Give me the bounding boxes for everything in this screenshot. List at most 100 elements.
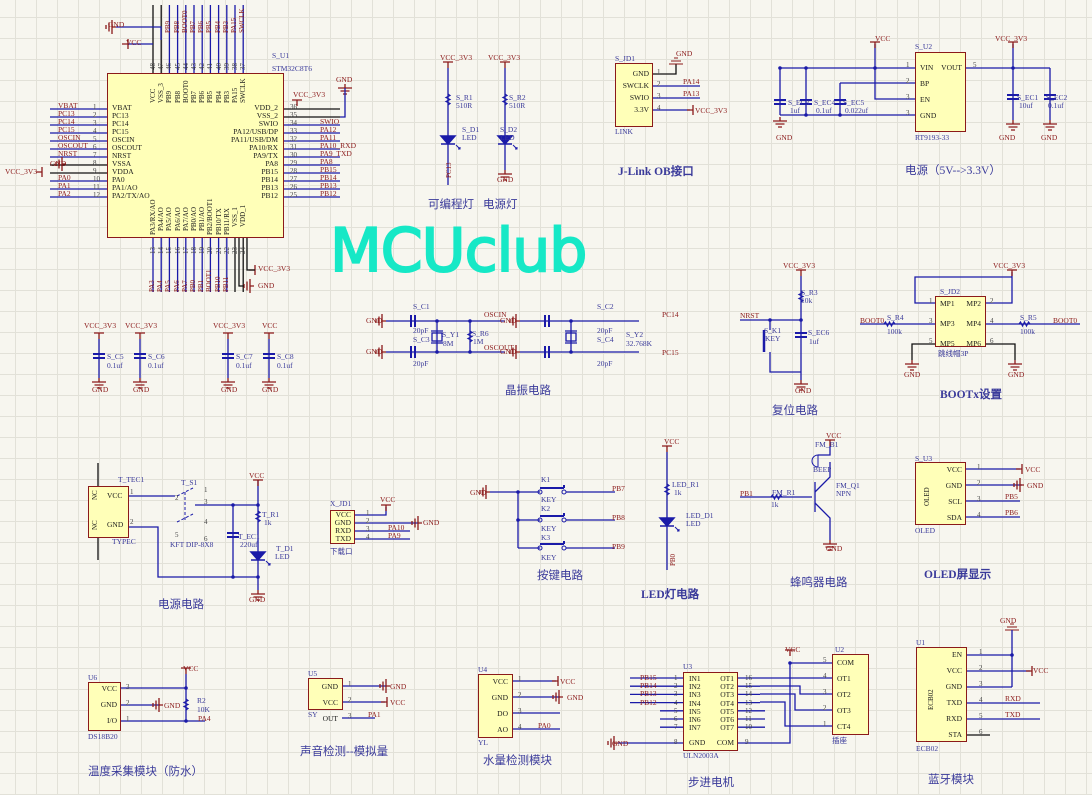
net-label[interactable]: PB15: [320, 165, 337, 174]
net-label[interactable]: VCC: [875, 34, 891, 43]
net-label[interactable]: VBAT: [58, 101, 78, 110]
net-label[interactable]: VCC_3V3: [440, 53, 473, 62]
oled-module-body[interactable]: [915, 462, 966, 525]
net-label[interactable]: GND: [1027, 481, 1044, 490]
net-label[interactable]: VCC_3V3: [125, 321, 158, 330]
net-label[interactable]: GND: [258, 281, 275, 290]
net-label[interactable]: PA13: [683, 89, 700, 98]
net-label[interactable]: PB15: [640, 673, 657, 682]
sound-sensor-body[interactable]: [308, 678, 343, 710]
net-label[interactable]: SWIO: [320, 117, 340, 126]
net-label[interactable]: GND: [1041, 133, 1058, 142]
motor-socket-body[interactable]: [832, 654, 869, 735]
net-label[interactable]: VCC: [183, 664, 199, 673]
net-label[interactable]: VCC_3V3: [213, 321, 246, 330]
net-label[interactable]: PA9: [388, 531, 401, 540]
net-label[interactable]: PA1: [368, 710, 381, 719]
net-label[interactable]: PB12: [320, 189, 337, 198]
net-label[interactable]: PA0: [58, 173, 71, 182]
net-label[interactable]: VCC_3V3: [84, 321, 117, 330]
net-label[interactable]: GND: [50, 159, 67, 168]
net-label[interactable]: VCC: [664, 437, 680, 446]
net-label[interactable]: PA12: [320, 125, 337, 134]
net-label[interactable]: VCC: [262, 321, 278, 330]
net-label[interactable]: BOOT0: [180, 10, 189, 33]
net-label[interactable]: PC15: [58, 125, 75, 134]
net-label[interactable]: PC13: [58, 109, 75, 118]
net-label[interactable]: GND: [336, 75, 353, 84]
net-label[interactable]: GND: [500, 347, 517, 356]
net-label[interactable]: GND: [108, 20, 125, 29]
net-label[interactable]: GND: [366, 347, 383, 356]
water-sensor-body[interactable]: [478, 674, 513, 738]
net-label[interactable]: VCC: [826, 431, 842, 440]
net-label[interactable]: PB5: [1005, 492, 1018, 501]
net-label[interactable]: GND: [423, 518, 440, 527]
net-label[interactable]: VCC: [785, 645, 801, 654]
net-label[interactable]: PA4: [198, 714, 211, 723]
net-label[interactable]: GND: [390, 682, 407, 691]
net-label[interactable]: GND: [470, 488, 487, 497]
net-label[interactable]: PB5: [205, 20, 214, 33]
net-label[interactable]: PB12: [640, 697, 657, 707]
net-label[interactable]: PB3: [221, 20, 230, 33]
net-label[interactable]: PB7: [189, 20, 197, 33]
ds18b20-body[interactable]: [88, 682, 121, 731]
net-label[interactable]: PB13: [640, 689, 657, 699]
net-label[interactable]: PB0: [189, 279, 197, 292]
net-label[interactable]: VCC_3V3: [695, 106, 728, 115]
net-label[interactable]: GND: [497, 175, 514, 184]
net-label[interactable]: GND: [795, 386, 812, 395]
net-label[interactable]: PA3: [148, 280, 156, 292]
net-label[interactable]: GND: [676, 49, 693, 58]
net-label[interactable]: PA11: [320, 133, 337, 142]
net-label[interactable]: VCC_3V3: [488, 53, 521, 62]
net-label[interactable]: PB6: [1005, 508, 1018, 517]
net-label[interactable]: VCC_3V3: [783, 261, 816, 270]
net-label[interactable]: SWCLK: [238, 8, 247, 34]
net-label[interactable]: OSCIN: [484, 310, 507, 319]
regulator-body[interactable]: [915, 52, 966, 132]
net-label[interactable]: VCC_3V3: [293, 90, 326, 99]
net-label[interactable]: PA15: [230, 17, 238, 33]
net-label[interactable]: PB11: [221, 276, 230, 292]
net-label[interactable]: PB0: [669, 553, 677, 566]
net-label[interactable]: VCC: [380, 495, 396, 504]
net-label[interactable]: PA9_TXD: [320, 149, 352, 158]
net-label[interactable]: PB7: [612, 484, 625, 493]
net-label[interactable]: NRST: [58, 149, 78, 158]
net-label[interactable]: PC13: [445, 162, 453, 178]
net-label[interactable]: RXD: [1005, 694, 1021, 703]
net-label[interactable]: GND: [776, 133, 793, 142]
download-header-body[interactable]: [330, 510, 355, 544]
net-label[interactable]: GND: [262, 385, 279, 394]
net-label[interactable]: GND: [1008, 370, 1025, 379]
net-label[interactable]: PB1: [740, 489, 753, 498]
net-label[interactable]: VCC_3V3: [5, 167, 38, 176]
mcu-stm32-body[interactable]: [107, 73, 284, 238]
net-label[interactable]: TXD: [1005, 710, 1021, 719]
typec-connector-body[interactable]: [88, 486, 129, 538]
net-label[interactable]: PA0: [538, 721, 551, 730]
net-label[interactable]: PA14: [683, 77, 700, 86]
net-label[interactable]: VCC: [126, 38, 142, 47]
net-label[interactable]: PB14: [320, 173, 337, 182]
net-label[interactable]: GND: [612, 739, 629, 748]
net-label[interactable]: PA6: [172, 280, 181, 292]
bluetooth-module-body[interactable]: [916, 647, 967, 742]
net-label[interactable]: OSCIN: [58, 133, 81, 142]
net-label[interactable]: PA1: [58, 181, 71, 190]
net-label[interactable]: PB9: [164, 20, 173, 33]
net-label[interactable]: VCC: [1025, 465, 1041, 474]
net-label[interactable]: NRST: [740, 311, 760, 320]
net-label[interactable]: BOOT1: [205, 269, 214, 292]
net-label[interactable]: PA10: [388, 523, 405, 532]
net-label[interactable]: GND: [1000, 616, 1017, 625]
net-label[interactable]: GND: [164, 701, 181, 710]
net-label[interactable]: PC15: [662, 348, 679, 357]
net-label[interactable]: GND: [249, 595, 266, 604]
net-label[interactable]: GND: [826, 544, 843, 553]
net-label[interactable]: PA7: [180, 280, 189, 292]
net-label[interactable]: PB4: [213, 20, 222, 33]
net-label[interactable]: VCC_3V3: [995, 34, 1028, 43]
